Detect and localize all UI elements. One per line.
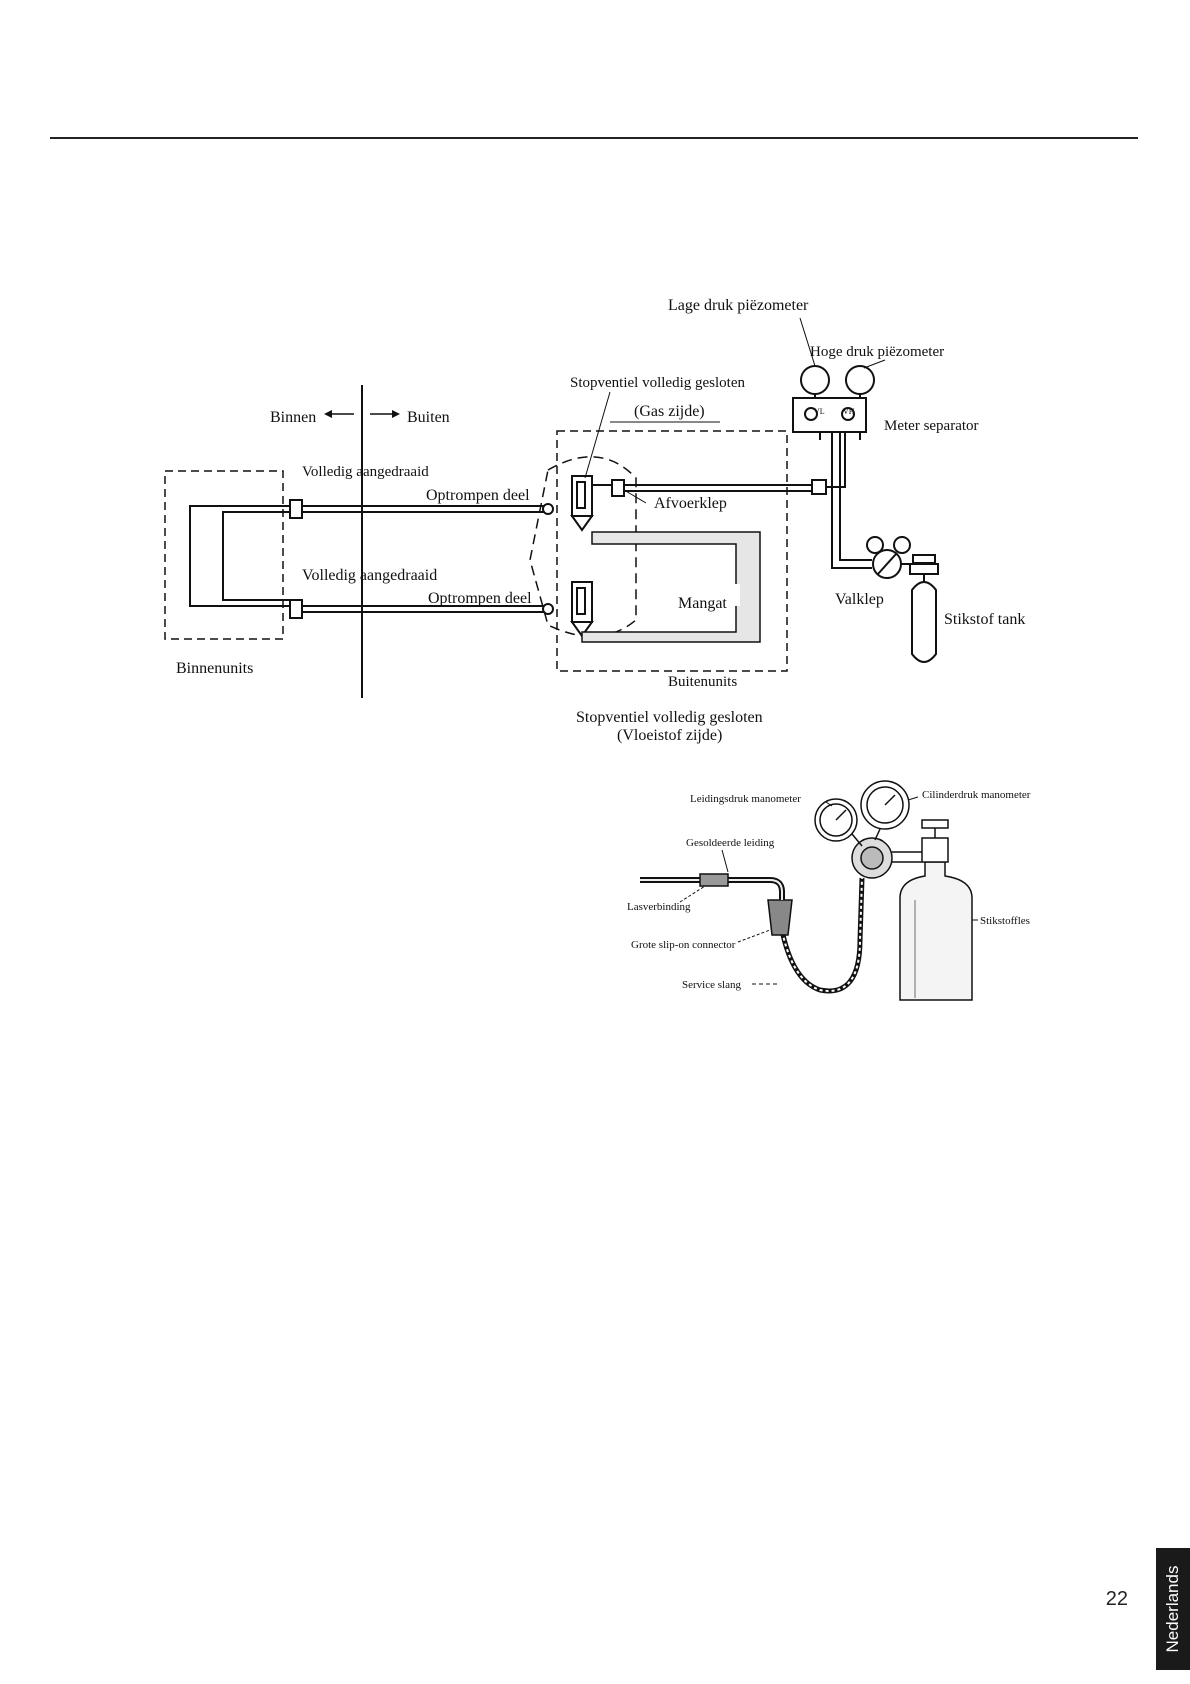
indoor-unit-box bbox=[164, 470, 284, 640]
tank-valve bbox=[909, 563, 939, 575]
gas-stop-valve-stem bbox=[576, 481, 586, 509]
label-stop-valve-gas-2: (Gas zijde) bbox=[634, 403, 705, 420]
vh-knob bbox=[841, 407, 855, 421]
label-nitrogen-tank: Stikstof tank bbox=[944, 611, 1025, 628]
cylinder-pressure-gauge-needle bbox=[884, 794, 896, 806]
leader-high-gauge bbox=[863, 359, 886, 369]
outdoor-refrigerant-loop bbox=[581, 531, 761, 643]
label-fully-tightened-1: Volledig aangedraaid bbox=[302, 464, 429, 480]
regulator-gauge-1 bbox=[866, 536, 884, 554]
relief-valve-needle bbox=[877, 553, 897, 575]
leader-cylinder-gauge bbox=[907, 796, 919, 801]
service-hose-braid bbox=[779, 877, 863, 992]
label-relief-valve: Valklep bbox=[835, 591, 884, 608]
tank-valve-handle bbox=[912, 554, 936, 564]
label-inside: Binnen bbox=[270, 409, 316, 426]
language-tab-label: Nederlands bbox=[1163, 1565, 1182, 1653]
label-vh: VH bbox=[843, 407, 855, 416]
weld-joint bbox=[699, 873, 729, 887]
service-hose bbox=[777, 877, 865, 994]
language-tab: Nederlands bbox=[1156, 1548, 1190, 1670]
indoor-coil-inner bbox=[222, 511, 300, 601]
label-stop-valve-gas-1: Stopventiel volledig gesloten bbox=[570, 375, 745, 391]
flare-joint-gas bbox=[542, 503, 554, 515]
bottle-valve bbox=[921, 837, 949, 863]
piping-diagram-labels: Lage druk piëzometer Hoge druk piëzomete… bbox=[176, 297, 1025, 744]
indoor-nut-bottom bbox=[289, 599, 303, 619]
regulator-knob bbox=[860, 846, 884, 870]
leader-low-gauge bbox=[799, 317, 816, 367]
gas-stop-valve-seat bbox=[570, 515, 594, 532]
hose-to-relief-valve bbox=[831, 432, 872, 569]
gauge-manifold bbox=[792, 397, 867, 433]
discharge-valve bbox=[611, 479, 625, 497]
nitrogen-bottle-body bbox=[899, 861, 973, 1001]
outdoor-unit-box bbox=[556, 430, 788, 672]
pipe-pressure-gauge-needle bbox=[835, 809, 847, 821]
label-fully-tightened-2: Volledig aangedraaid bbox=[302, 567, 437, 584]
stop-valves-outline bbox=[529, 456, 637, 637]
pipe-gauge-stem bbox=[851, 833, 863, 847]
hose-coupling bbox=[811, 479, 827, 495]
label-stop-valve-liquid-1: Stopventiel volledig gesloten bbox=[576, 709, 763, 726]
arrow-outside-head bbox=[392, 410, 400, 418]
label-pipe-pressure-gauge: Leidingsdruk manometer bbox=[690, 793, 801, 805]
leader-slip-on-connector bbox=[737, 929, 771, 943]
label-flare-part-1: Optrompen deel bbox=[426, 487, 530, 504]
label-discharge-valve: Afvoerklep bbox=[654, 495, 727, 512]
arrow-inside-head bbox=[324, 410, 332, 418]
leader-gas-stop-valve bbox=[584, 391, 611, 479]
label-flare-part-2: Optrompen deel bbox=[428, 590, 532, 607]
flare-joint-liquid bbox=[542, 603, 554, 615]
leader-pipe-gauge bbox=[825, 801, 833, 807]
manhole-opening bbox=[728, 584, 740, 606]
cylinder-gauge-stem bbox=[874, 828, 881, 841]
label-meter-separator: Meter separator bbox=[884, 418, 979, 434]
indoor-nut-top bbox=[289, 499, 303, 519]
label-outside: Buiten bbox=[407, 409, 450, 426]
label-indoor-units: Binnenunits bbox=[176, 660, 253, 677]
piping-diagram bbox=[164, 317, 939, 698]
liquid-stop-valve-seat bbox=[570, 621, 594, 638]
leader-soldered-pipe bbox=[721, 849, 729, 873]
liquid-stop-valve-stem bbox=[576, 587, 586, 615]
nitrogen-bottle-labels: Leidingsdruk manometer Cilinderdruk mano… bbox=[627, 789, 1031, 991]
label-manhole: Mangat bbox=[678, 595, 727, 612]
nitrogen-bottle-illustration bbox=[640, 780, 978, 1001]
label-slip-on-connector: Grote slip-on connector bbox=[631, 939, 736, 951]
slip-on-connector bbox=[767, 899, 793, 936]
nitrogen-tank-body bbox=[911, 581, 937, 663]
page-number: 22 bbox=[1105, 1588, 1128, 1610]
cylinder-pressure-gauge-dial bbox=[866, 786, 904, 824]
label-nitrogen-bottle: Stikstoffles bbox=[980, 915, 1030, 927]
label-low-pressure-gauge: Lage druk piëzometer bbox=[668, 297, 809, 314]
label-high-pressure-gauge: Hoge druk piëzometer bbox=[810, 344, 944, 360]
label-service-hose: Service slang bbox=[682, 979, 741, 991]
label-cylinder-pressure-gauge: Cilinderdruk manometer bbox=[922, 789, 1031, 801]
label-soldered-pipe: Gesoldeerde leiding bbox=[686, 837, 775, 849]
label-stop-valve-liquid-2: (Vloeistof zijde) bbox=[617, 727, 722, 744]
header-rule bbox=[50, 137, 1138, 139]
indoor-coil-outer bbox=[189, 505, 300, 607]
low-pressure-gauge bbox=[800, 365, 830, 395]
regulator-gauge-2 bbox=[893, 536, 911, 554]
leader-weld-joint bbox=[679, 885, 706, 903]
hose-to-relief-valve-inner bbox=[839, 432, 872, 561]
label-vl: VL bbox=[814, 407, 825, 416]
leader-discharge-valve bbox=[623, 489, 647, 504]
high-pressure-gauge bbox=[845, 365, 875, 395]
vl-knob bbox=[804, 407, 818, 421]
label-outdoor-units: Buitenunits bbox=[668, 674, 737, 690]
label-weld-joint: Lasverbinding bbox=[627, 901, 691, 913]
pipe-pressure-gauge-dial bbox=[819, 803, 853, 837]
soldered-pipe-highlight bbox=[640, 879, 783, 900]
bottle-valve-handle bbox=[921, 819, 949, 829]
